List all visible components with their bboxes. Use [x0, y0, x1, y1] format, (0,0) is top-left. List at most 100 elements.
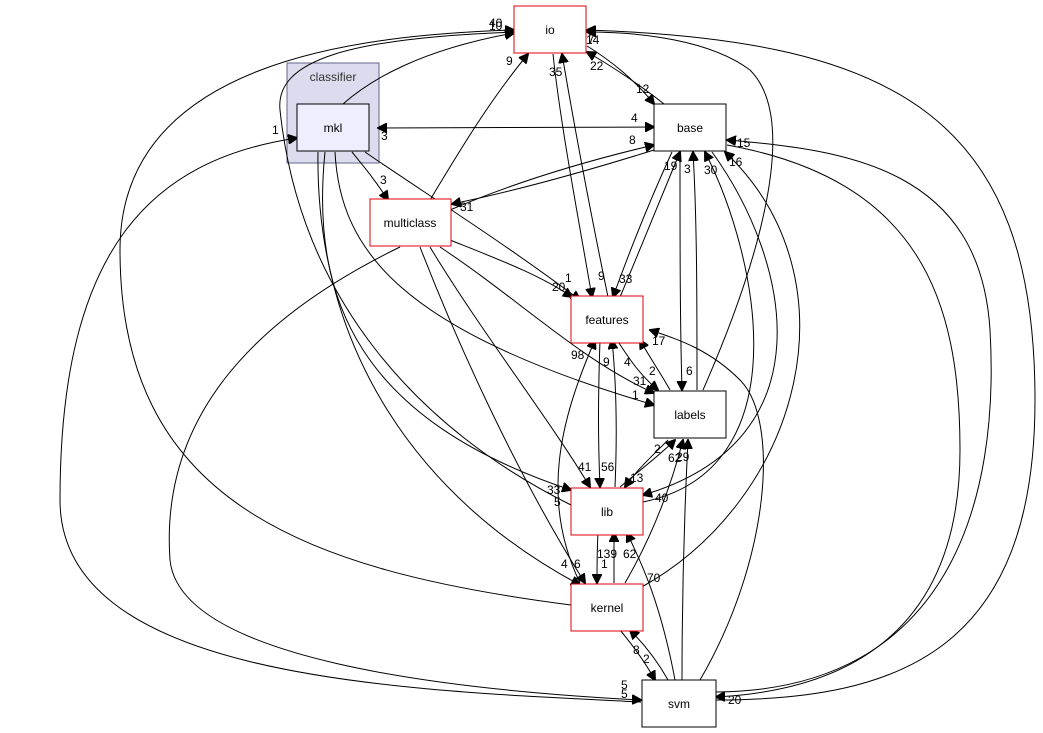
edge-kernel-base: [639, 152, 800, 589]
edge-multiclass-svm: [168, 246, 641, 700]
edge-kernel-io: [119, 30, 572, 606]
edge-label: 1: [601, 557, 608, 571]
edge-label: 3: [684, 162, 691, 176]
edge-label: 1: [565, 271, 572, 285]
edge-label: 35: [549, 65, 563, 79]
edge-label: 70: [647, 571, 661, 585]
edge-label: 14: [586, 33, 600, 47]
edge-label: 31: [633, 374, 647, 388]
edge-label: 8: [633, 643, 640, 657]
node-labels-box: [653, 390, 727, 439]
edge-label: 3: [380, 173, 387, 187]
edge-labels-io: [587, 32, 774, 391]
edge-mkl-multiclass: [351, 151, 388, 200]
edge-label: 2: [649, 364, 656, 378]
edge-labels: 40 10 9 35 22 14 7 12 4 3 8 1 3 19 3 30 …: [272, 16, 751, 707]
edge-multiclass-labels: [439, 246, 654, 393]
edge-multiclass-kernel: [419, 246, 585, 583]
node-io[interactable]: io: [513, 5, 587, 54]
edge-label: 62: [668, 451, 682, 465]
edge-base-labels: [680, 151, 682, 390]
edge-base-features: [613, 151, 673, 297]
node-multiclass-label: multiclass: [384, 216, 437, 230]
edge-mkl-labels: [334, 151, 654, 405]
edge-label: 41: [578, 460, 592, 474]
edge-label: 31: [460, 200, 474, 214]
edges: [59, 30, 1036, 703]
edge-label: 6: [574, 557, 581, 571]
edge-base-lib: [643, 151, 778, 495]
node-base[interactable]: base: [653, 103, 727, 152]
edge-label: 56: [601, 460, 615, 474]
edge-label: 22: [590, 59, 604, 73]
edge-label: 40: [489, 16, 503, 30]
edge-features-lib: [599, 339, 601, 487]
node-io-label: io: [545, 23, 555, 37]
edge-label: 29: [676, 450, 690, 464]
node-svm-label: svm: [668, 697, 690, 711]
edge-lib-features: [612, 340, 616, 488]
edge-label: 12: [636, 82, 650, 96]
edge-label: 1: [632, 388, 639, 402]
edge-lib-io: [279, 32, 572, 506]
edge-label: 9: [603, 355, 610, 369]
node-multiclass-box: [369, 198, 452, 247]
node-labels[interactable]: labels: [653, 390, 727, 439]
node-mkl[interactable]: mkl: [296, 103, 370, 152]
edge-mkl-kernel: [317, 151, 580, 585]
node-kernel-box: [570, 583, 644, 632]
edge-label: 3: [381, 129, 388, 143]
edge-label: 6: [686, 364, 693, 378]
edge-svm-mkl: [59, 138, 642, 703]
edge-label: 4: [624, 355, 631, 369]
edge-features-labels: [616, 339, 658, 390]
edge-label: 17: [652, 334, 666, 348]
edge-label: 98: [571, 348, 585, 362]
node-features-label: features: [585, 313, 628, 327]
edge-multiclass-lib: [429, 246, 590, 487]
edge-base-multiclass: [452, 149, 655, 204]
node-lib-label: lib: [601, 505, 613, 519]
edge-labels-base: [693, 152, 697, 391]
edge-label: 139: [597, 547, 617, 561]
edge-label: 40: [655, 491, 669, 505]
edge-multiclass-io: [429, 54, 528, 201]
edge-base-svm: [716, 144, 961, 697]
node-base-box: [653, 103, 727, 152]
edge-svm-features: [650, 330, 764, 681]
edge-label: 8: [629, 133, 636, 147]
edge-svm-lib: [627, 533, 676, 681]
node-lib[interactable]: lib: [570, 487, 644, 536]
edge-label: 2: [643, 652, 650, 666]
edge-svm-kernel: [630, 630, 669, 681]
edge-io-features: [552, 53, 592, 297]
node-labels-label: labels: [674, 408, 705, 422]
edge-label: 16: [729, 155, 743, 169]
edge-label: 10: [489, 19, 503, 33]
edge-lib-base: [642, 152, 755, 503]
edge-label: 20: [728, 693, 742, 707]
edge-label: 30: [704, 163, 718, 177]
edge-mkl-base: [378, 127, 654, 128]
edge-svm-base: [715, 140, 992, 693]
edge-labels-lib: [625, 439, 669, 487]
edge-label: 13: [630, 471, 644, 485]
node-multiclass[interactable]: multiclass: [369, 198, 452, 247]
edge-mkl-io: [342, 33, 514, 105]
edge-label: 4: [561, 557, 568, 571]
node-kernel[interactable]: kernel: [570, 583, 644, 632]
edge-label: 5: [554, 495, 561, 509]
node-mkl-label: mkl: [324, 121, 343, 135]
edge-multiclass-base: [449, 145, 654, 211]
edge-label: 7: [588, 32, 595, 46]
edge-features-base: [619, 152, 680, 298]
node-svm[interactable]: svm: [641, 679, 717, 728]
edge-label: 15: [737, 136, 751, 150]
node-io-box: [513, 5, 587, 54]
edge-label: 2: [654, 442, 661, 456]
edge-label: 5: [621, 687, 628, 701]
node-features[interactable]: features: [570, 295, 644, 344]
node-kernel-label: kernel: [591, 601, 624, 615]
edge-io-base: [586, 45, 654, 104]
